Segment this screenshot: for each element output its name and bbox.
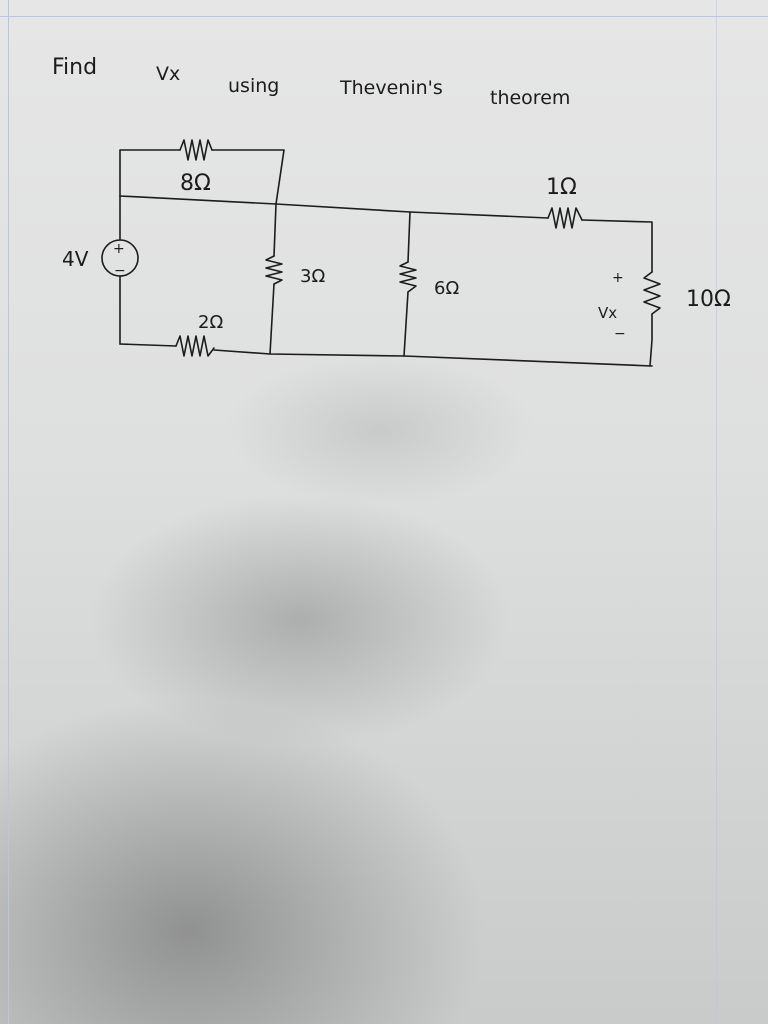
resistor-10ohm-label: 10Ω (686, 287, 731, 312)
question-word-find: Find (52, 55, 97, 80)
wire-3ohm-bottom (269, 283, 275, 355)
resistor-1ohm-label: 1Ω (546, 175, 577, 200)
resistor-8ohm-zigzag (179, 139, 213, 161)
wire-top-rail (119, 195, 549, 219)
resistor-6ohm-zigzag (399, 261, 417, 293)
resistor-6ohm-label: 6Ω (434, 278, 459, 299)
wire-10ohm-bottom (649, 313, 653, 367)
question-word-thevenins: Thevenin's (339, 77, 443, 99)
question-word-theorem: theorem (490, 87, 570, 109)
wire-bottom-rail (213, 349, 653, 367)
voltage-source-label: 4V (62, 247, 89, 271)
paper-right-margin (716, 0, 717, 1024)
wire-bottom-left (119, 343, 177, 347)
wire-8ohm-right (211, 149, 285, 205)
vx-minus: − (614, 326, 626, 342)
question-line: Find Vx using Thevenin's theorem (52, 55, 570, 109)
question-word-using: using (228, 75, 279, 97)
resistor-3ohm-zigzag (265, 255, 283, 285)
paper-top-rule (0, 16, 768, 17)
resistor-8ohm-label: 8Ω (180, 171, 211, 196)
wire-1ohm-right (581, 219, 653, 273)
resistor-3ohm-label: 3Ω (300, 266, 325, 287)
vx-label: Vx (598, 304, 617, 322)
question-word-vx: Vx (156, 63, 180, 85)
wire-6ohm-top (407, 211, 411, 263)
resistor-2ohm-zigzag (175, 335, 215, 357)
voltage-source-plus: + (113, 241, 125, 257)
resistor-10ohm-zigzag (643, 271, 661, 315)
paper-left-margin (8, 0, 9, 1024)
resistor-1ohm-zigzag (547, 207, 583, 229)
resistor-2ohm-label: 2Ω (198, 312, 223, 333)
wire-8ohm-branch (119, 149, 181, 197)
wire-6ohm-bottom (403, 291, 409, 357)
wire-3ohm-top (273, 203, 277, 257)
vx-plus: + (612, 270, 624, 286)
voltage-source-minus: − (114, 263, 126, 279)
